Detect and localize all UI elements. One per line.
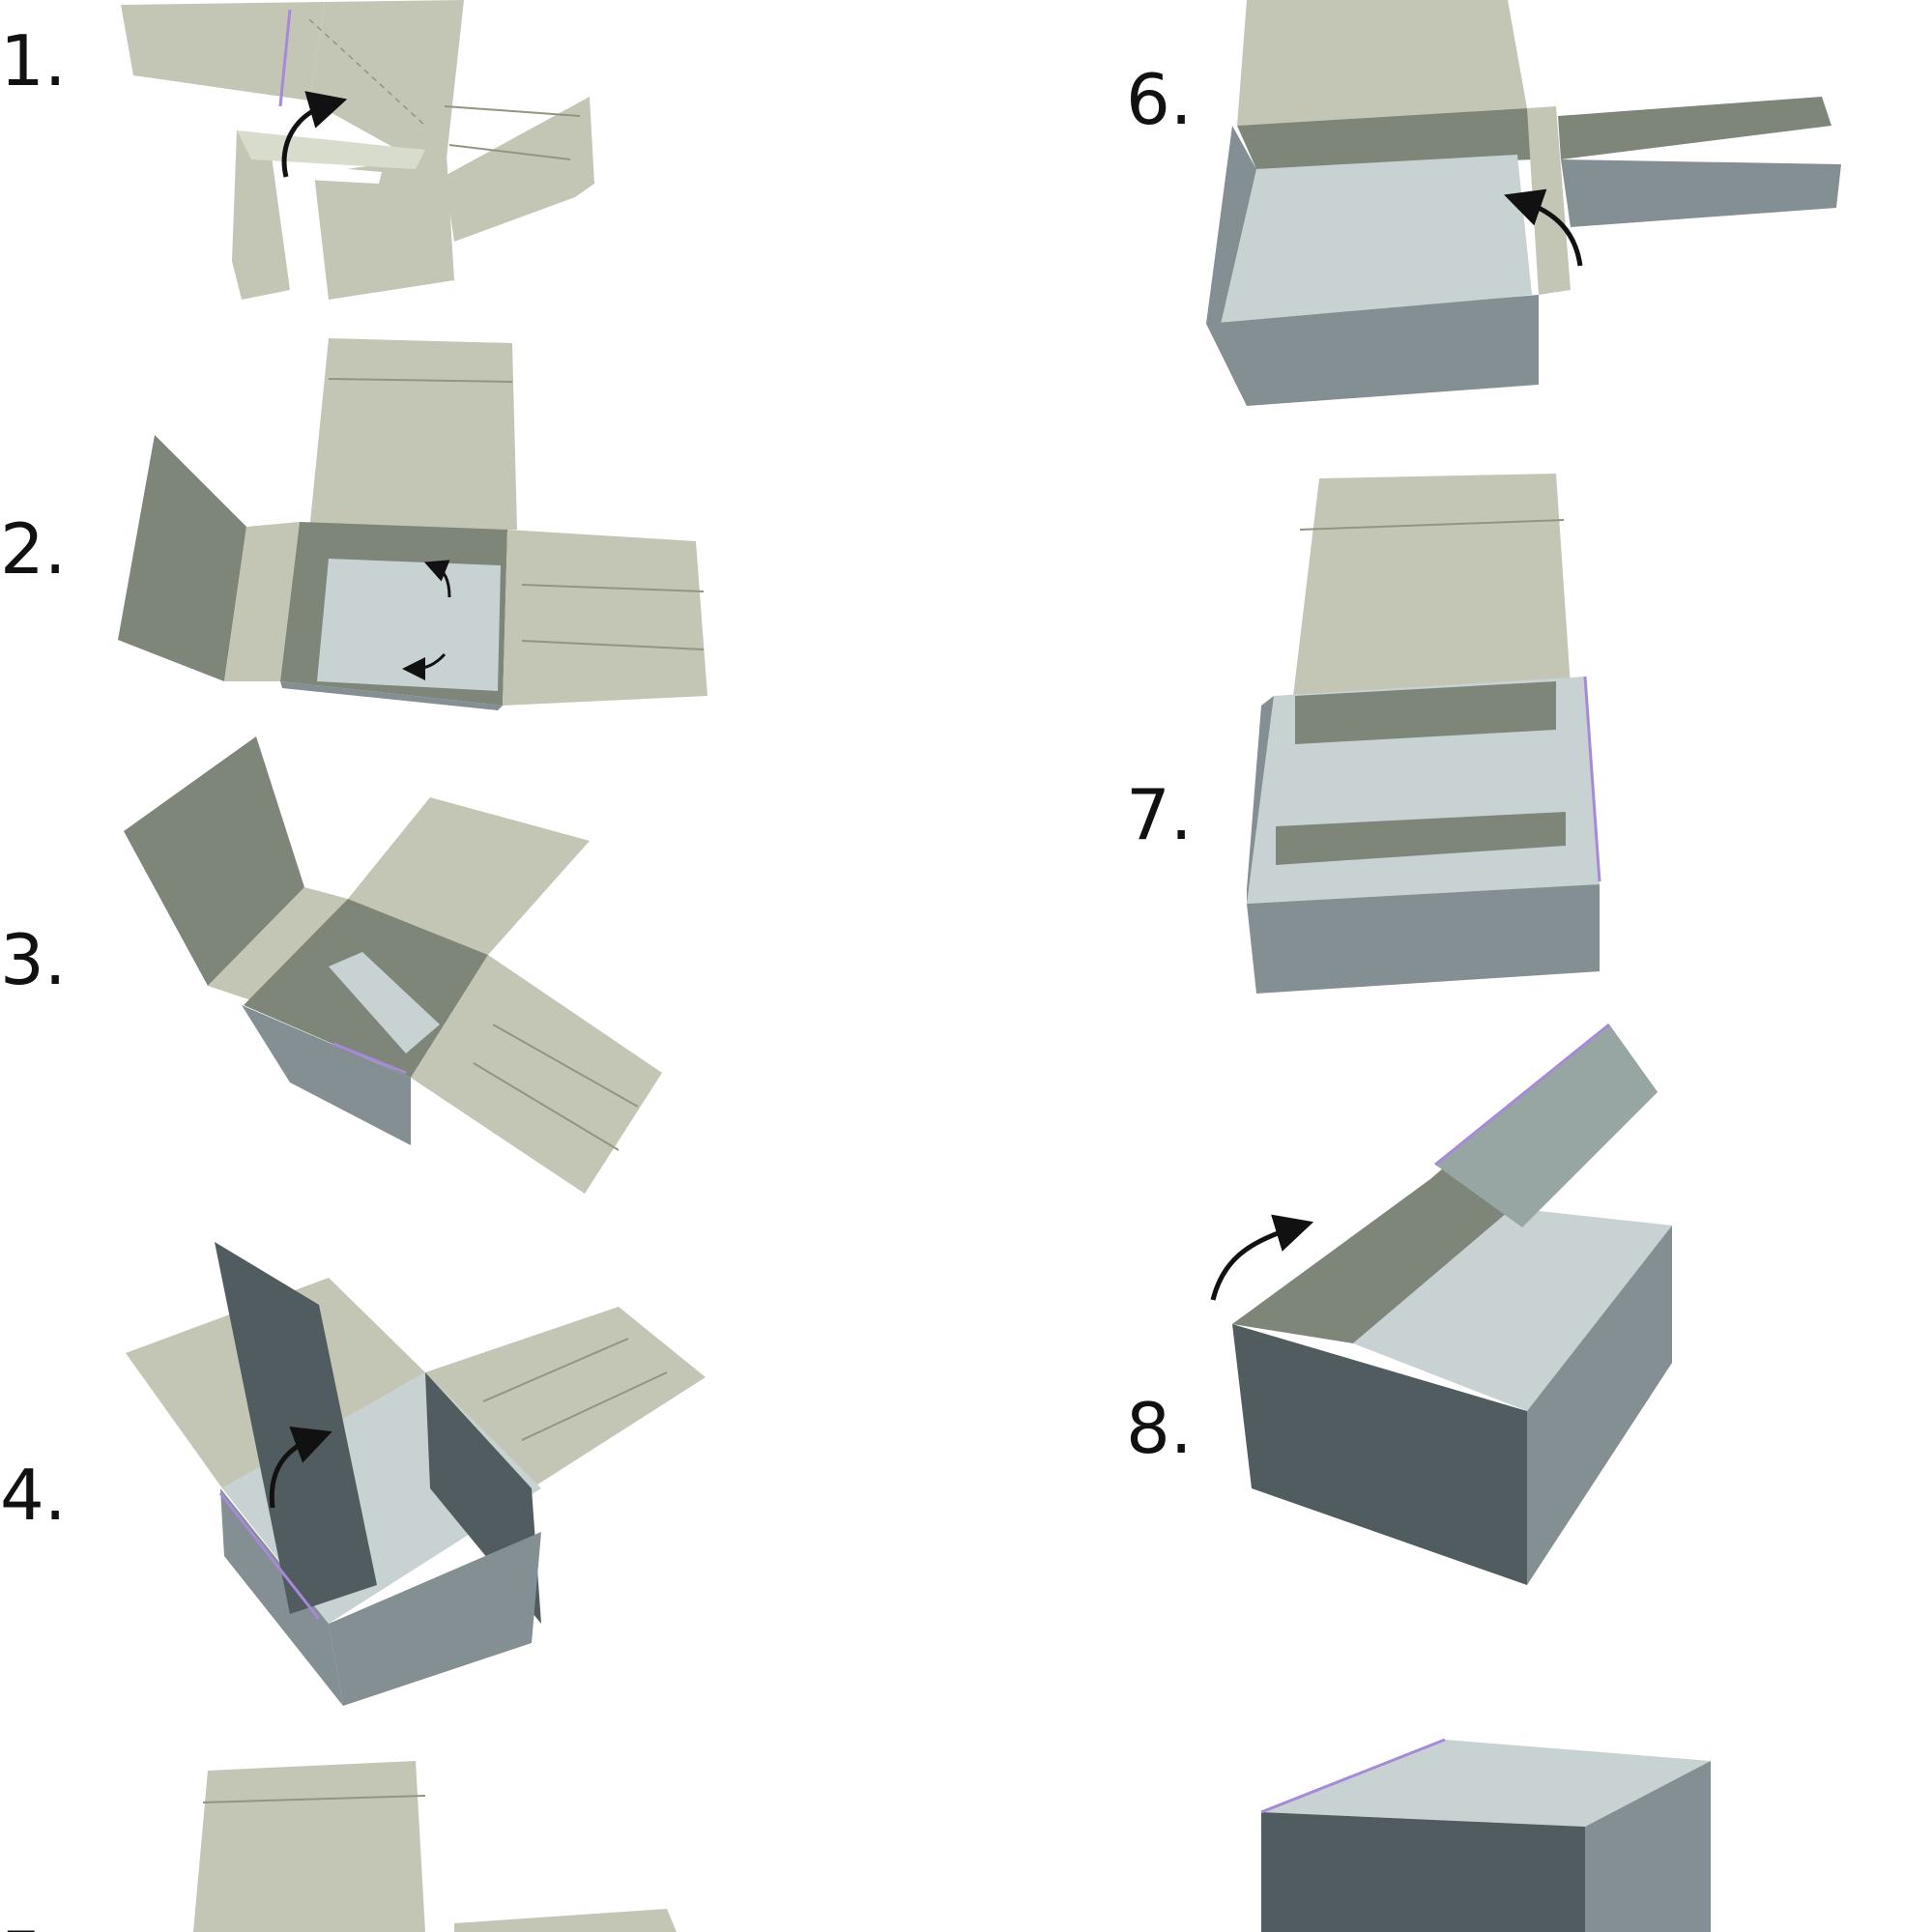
step-1-number: 1. bbox=[0, 20, 67, 101]
curved-arrow-icon bbox=[1210, 1214, 1314, 1301]
step-6: 6. bbox=[1126, 0, 1841, 406]
step-7-number: 7. bbox=[1126, 774, 1193, 855]
step-3-illustration bbox=[124, 736, 662, 1194]
step-2-number: 2. bbox=[0, 508, 67, 590]
curved-arrow-icon bbox=[1504, 188, 1583, 267]
step-5: 5. bbox=[0, 1761, 677, 1932]
step-2-illustration bbox=[118, 338, 707, 710]
step-6-illustration bbox=[1206, 0, 1841, 406]
curved-arrow-icon bbox=[423, 560, 451, 598]
step-4: 4. bbox=[0, 1242, 706, 1706]
step-7: 7. bbox=[1126, 474, 1601, 994]
step-1: 1. bbox=[0, 0, 594, 300]
step-9: 9. bbox=[1126, 1738, 1711, 1932]
curved-arrow-icon bbox=[402, 652, 447, 680]
curved-arrow-icon bbox=[269, 1427, 332, 1509]
step-6-number: 6. bbox=[1126, 59, 1193, 140]
step-9-illustration bbox=[1260, 1738, 1711, 1932]
step-1-illustration bbox=[121, 0, 594, 300]
step-7-illustration bbox=[1247, 474, 1601, 994]
step-9-number: 9. bbox=[1126, 1926, 1193, 1932]
step-4-illustration bbox=[126, 1242, 706, 1706]
step-8: 8. bbox=[1126, 1023, 1672, 1585]
step-3: 3. bbox=[0, 736, 662, 1194]
step-3-number: 3. bbox=[0, 919, 67, 1000]
step-4-number: 4. bbox=[0, 1455, 67, 1536]
step-5-illustration bbox=[193, 1761, 677, 1932]
step-5-number: 5. bbox=[0, 1917, 67, 1932]
step-8-illustration bbox=[1210, 1023, 1672, 1585]
curved-arrow-icon bbox=[281, 91, 348, 178]
step-2: 2. bbox=[0, 338, 707, 710]
step-8-number: 8. bbox=[1126, 1388, 1193, 1469]
